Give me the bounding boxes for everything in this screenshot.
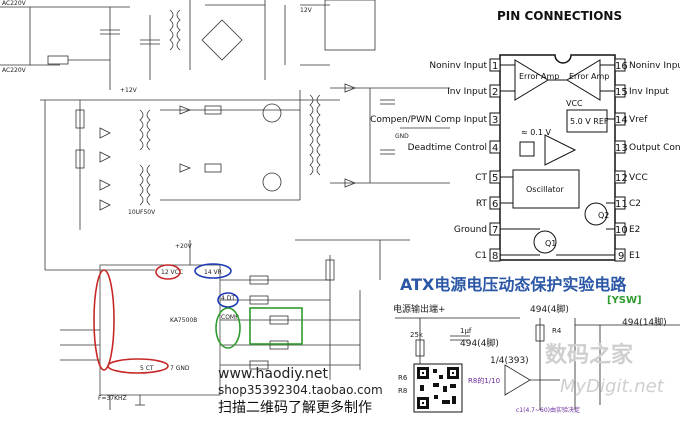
vcc-internal-label: VCC — [566, 99, 583, 108]
pin-label-2: Inv Input — [447, 87, 487, 97]
pin-num-9: 9 — [618, 251, 624, 262]
ct-label: 5 CT — [140, 365, 154, 372]
pin-num-13: 13 — [615, 143, 628, 154]
ic-label: KA7500B — [170, 317, 197, 324]
overlay-note2: c1(4.7~60)由实验决定 — [516, 406, 580, 414]
overlay-r25k: 25k — [410, 331, 424, 339]
pin-num-7: 7 — [492, 225, 498, 236]
overlay-tag: [YSW] — [607, 295, 642, 306]
vref14-label: 14 VR — [204, 269, 222, 276]
pin-num-11: 11 — [615, 199, 628, 210]
pin-num-14: 14 — [615, 115, 628, 126]
overlay-c1uf: 1μf — [460, 327, 472, 335]
overlay-r6: R6 — [398, 374, 408, 382]
pin-num-4: 4 — [492, 143, 498, 154]
cap-label: 10UF50V — [128, 209, 156, 216]
overlay-note: R8的1/10 — [468, 376, 500, 385]
pin-label-3: Compen/PWN Comp Input — [370, 115, 487, 125]
watermark-url: www.haodiy.net — [218, 366, 329, 382]
overlay-pin14: 494(14脚) — [622, 317, 667, 328]
freq-label: F=37KHZ — [98, 395, 127, 402]
schematic-labels: AC220V AC220V 12V GND +12V 10UF50V +20V … — [2, 0, 409, 402]
watermark-scan: 扫描二维码了解更多制作 — [218, 399, 372, 416]
pin-label-15: Inv Input — [629, 87, 669, 97]
pin-num-15: 15 — [615, 87, 628, 98]
overlay-title: ATX电源电压动态保护实验电路 — [400, 275, 627, 294]
error-amp-right-label: Error Amp — [569, 72, 609, 81]
ac-bot-label: AC220V — [2, 67, 27, 74]
pin-label-4: Deadtime Control — [408, 143, 487, 153]
overlay-pin4: 494(4脚) — [530, 304, 569, 315]
pin-label-10: E2 — [629, 225, 640, 235]
pin-num-8: 8 — [492, 251, 498, 262]
oscillator-label: Oscillator — [526, 185, 564, 194]
pin-connections-title: PIN CONNECTIONS — [497, 9, 622, 23]
v12-label: 12V — [300, 7, 313, 14]
pin-label-8: C1 — [475, 251, 487, 261]
overlay-opamp: 1/4(393) — [490, 356, 529, 366]
atx-overlay-panel: ATX电源电压动态保护实验电路 [YSW] 电源输出端+ 494(4脚) 494… — [384, 265, 680, 422]
offset-label: ≈ 0.1 V — [521, 128, 552, 137]
pin-label-11: C2 — [629, 199, 641, 209]
ref-block-label: 5.0 V REF — [570, 117, 609, 126]
annotation-marks — [93, 263, 303, 374]
dt-label: 4 DT — [221, 295, 235, 302]
pin-label-1: Noninv Input — [429, 61, 487, 71]
comp-label: COMP — [221, 314, 239, 321]
pin-num-3: 3 — [492, 115, 498, 126]
watermark-shop: shop35392304.taobao.com — [218, 383, 383, 397]
pin-num-5: 5 — [492, 173, 498, 184]
pin-label-13: Output Control — [629, 143, 680, 153]
pin-num-12: 12 — [615, 173, 628, 184]
pin-num-6: 6 — [492, 199, 498, 210]
overlay-r8: R8 — [398, 387, 407, 395]
pin-num-1: 1 — [492, 61, 498, 72]
q1-label: Q1 — [545, 239, 556, 248]
pin-label-9: E1 — [629, 251, 640, 261]
pin-label-7: Ground — [454, 225, 487, 235]
power-supply-schematic — [0, 0, 450, 410]
v20-label: +20V — [175, 243, 193, 250]
gnd7-label: 7 GND — [170, 365, 190, 372]
pin-num-10: 10 — [615, 225, 628, 236]
pin-label-6: RT — [476, 199, 488, 209]
pin-num-2: 2 — [492, 87, 498, 98]
pin-label-14: Vref — [629, 115, 648, 125]
error-amp-left-label: Error Amp — [519, 72, 559, 81]
pin-label-5: CT — [475, 173, 487, 183]
gnd-label: GND — [395, 133, 409, 140]
q2-label: Q2 — [598, 211, 609, 220]
plus12-label: +12V — [120, 87, 138, 94]
watermark-site2: MyDigit.net — [560, 376, 665, 397]
vcc12-label: 12 VCC — [161, 269, 183, 276]
pin-num-16: 16 — [615, 61, 628, 72]
pin-connections-diagram: PIN CONNECTIONS 1 2 3 4 — [370, 9, 680, 262]
overlay-r4: R4 — [552, 327, 562, 335]
watermark-site1: 数码之家 — [545, 342, 634, 368]
overlay-pin4b: 494(4脚) — [460, 338, 499, 349]
overlay-source: 电源输出端+ — [393, 303, 446, 315]
pin-label-16: Noninv Input — [629, 61, 680, 71]
ac-top-label: AC220V — [2, 0, 27, 7]
watermarks: www.haodiy.net shop35392304.taobao.com 扫… — [218, 342, 665, 416]
pin-label-12: VCC — [629, 173, 648, 183]
